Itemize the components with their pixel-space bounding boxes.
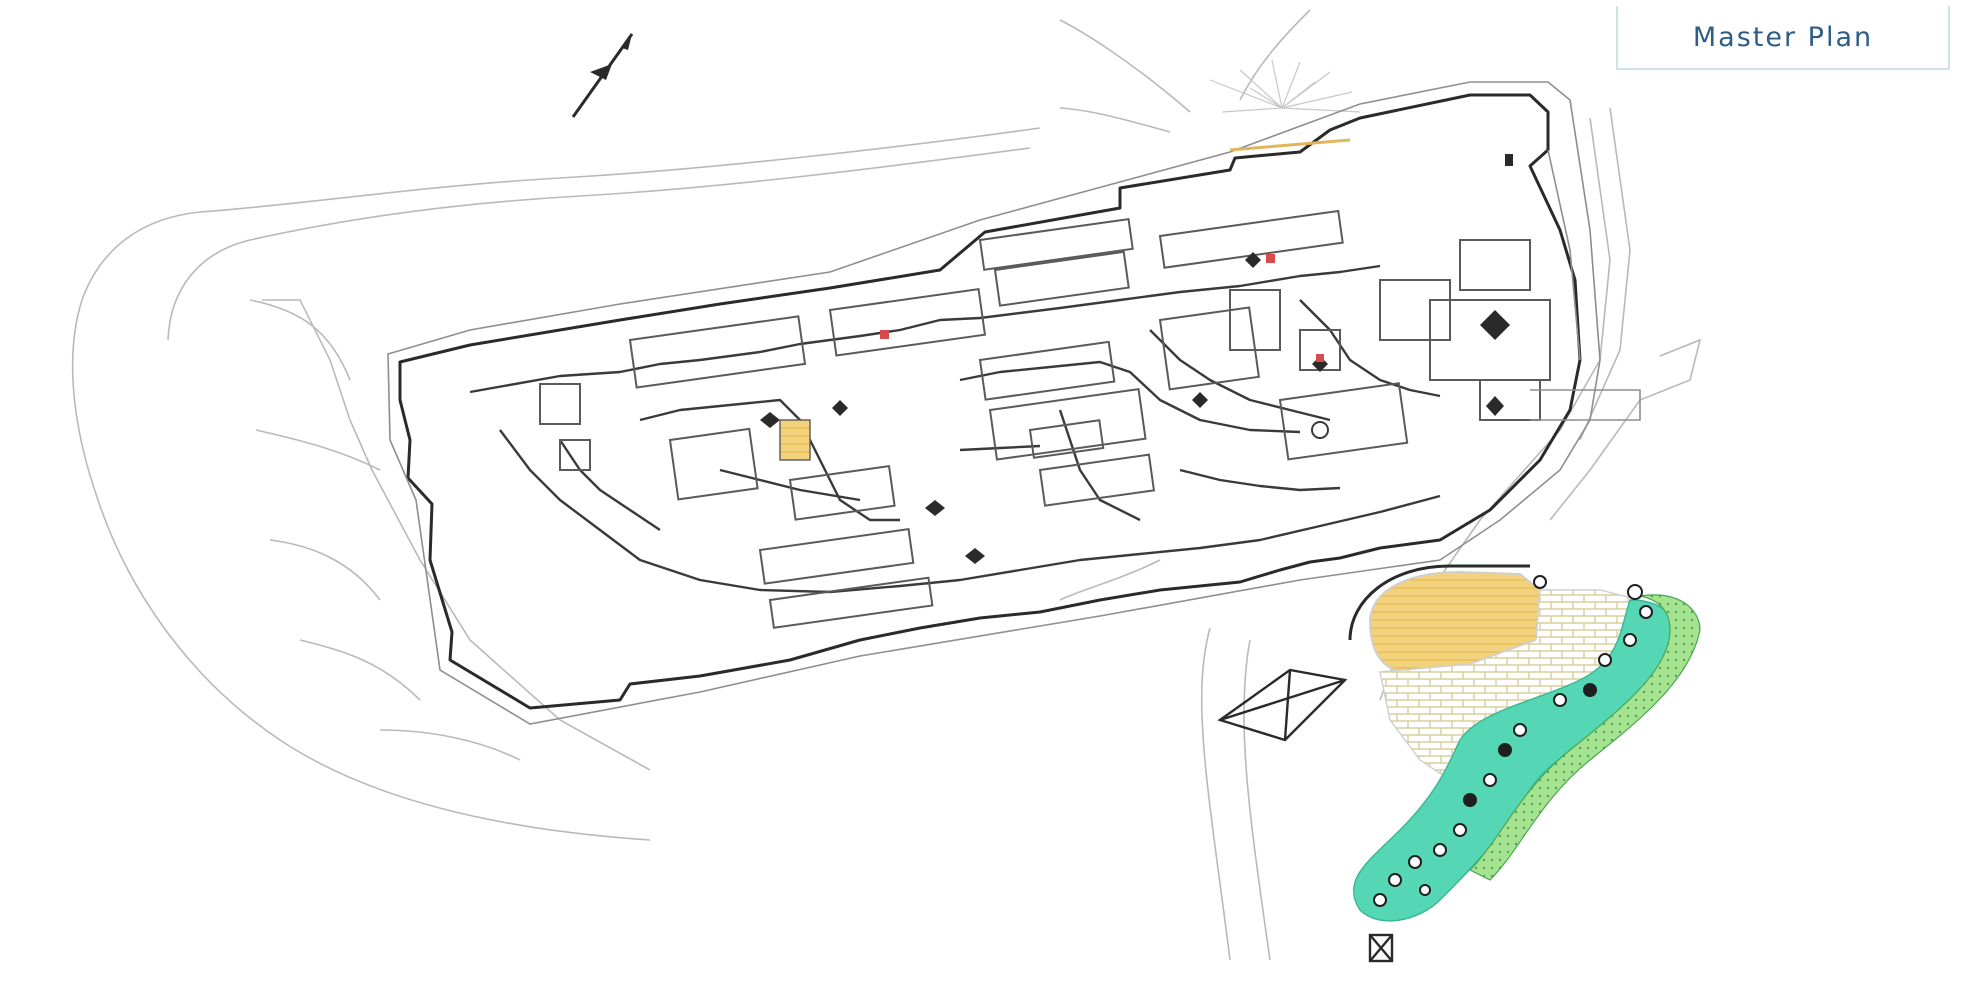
tree-row (1373, 575, 1653, 907)
lawn-strip (1468, 594, 1701, 881)
building-blocks (539, 138, 1641, 629)
north-arrow-icon (571, 33, 634, 118)
terrain-contours (71, 9, 1702, 961)
crossed-box-icon (1217, 668, 1394, 963)
amphitheatre (1348, 564, 1542, 674)
master-plan-title-box: Master Plan (1616, 6, 1950, 70)
master-plan-title: Master Plan (1692, 21, 1874, 53)
sun-rays-icon (1209, 59, 1361, 113)
street-network (469, 264, 1441, 594)
